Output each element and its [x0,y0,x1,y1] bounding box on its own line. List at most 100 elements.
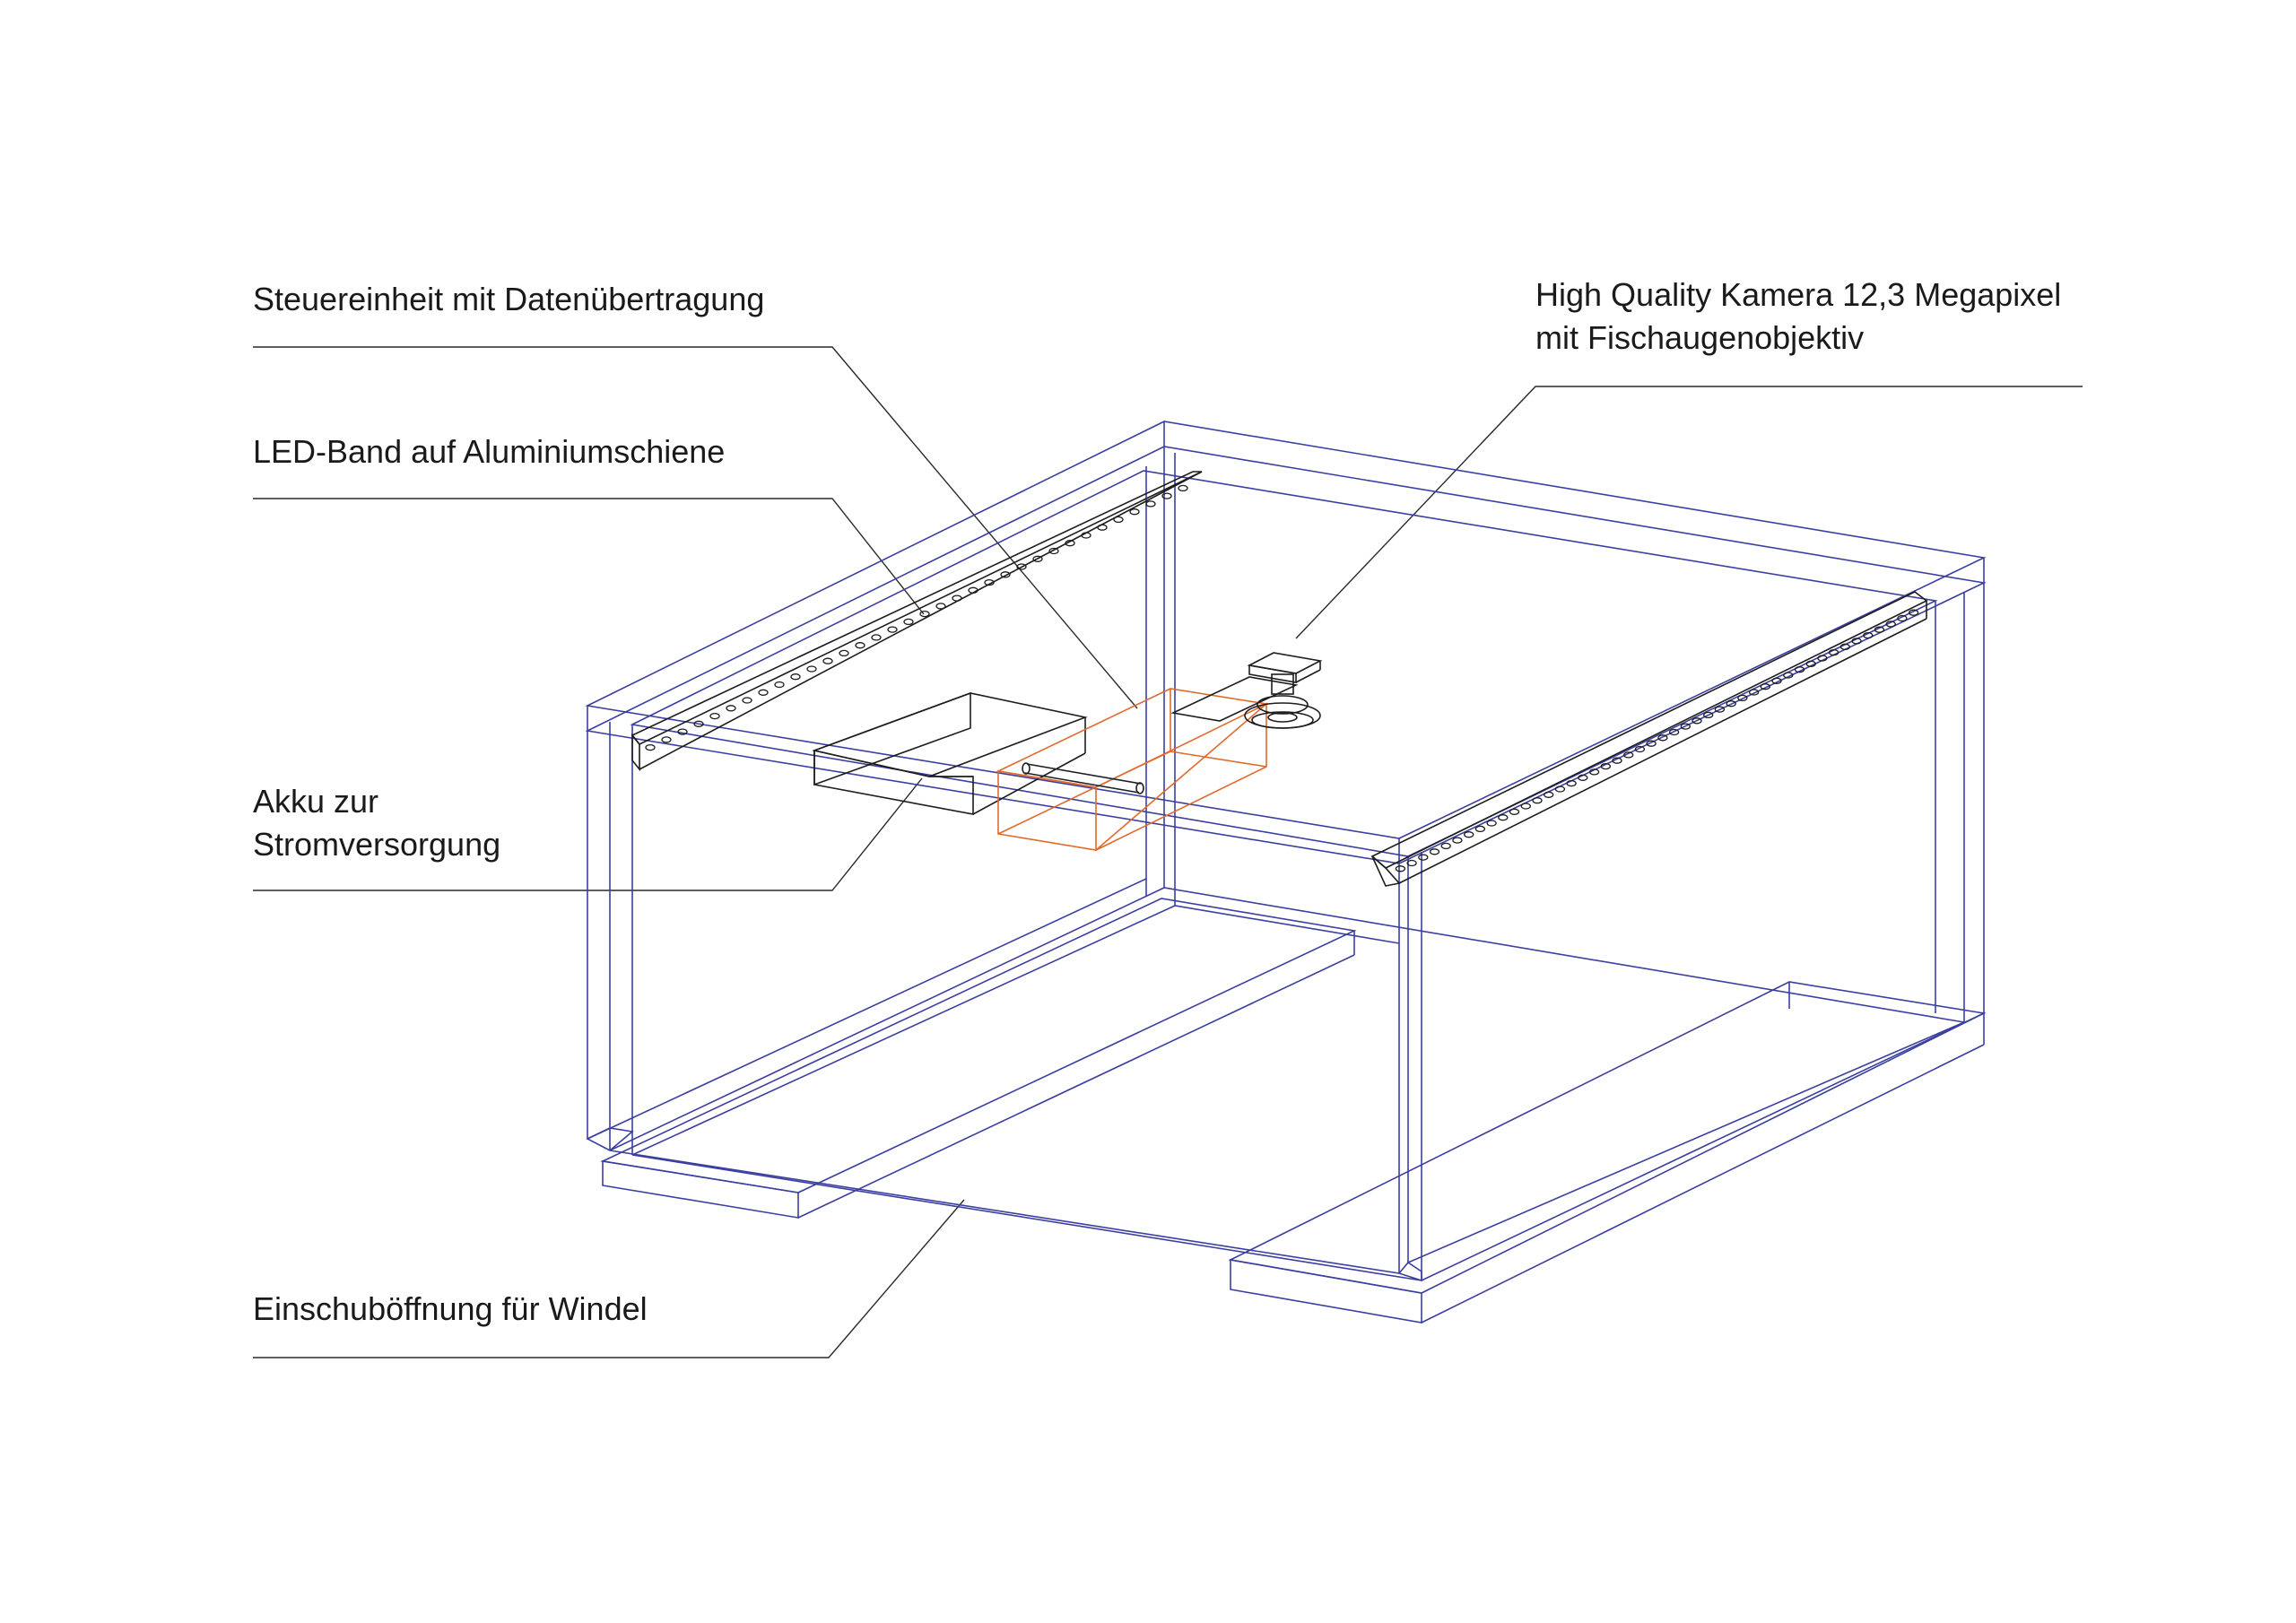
led-dot [742,697,752,704]
label-akku-line2: Stromversorgung [253,826,501,863]
led-dot [1081,532,1091,539]
led-dot [1612,757,1622,764]
led-dot [726,705,736,712]
kamera-board [1170,676,1299,722]
led-dot [1544,791,1554,798]
led-dot [1600,762,1611,770]
led-dot [1760,683,1770,690]
led-dot [1737,694,1748,702]
led-dot [1726,700,1736,707]
led-dot [968,586,978,594]
led-dot [806,665,817,673]
led-dot [887,626,898,633]
led-dot [1161,492,1172,499]
led-dot [1646,740,1657,747]
led-dots-right [1395,609,1919,872]
leader-led-band [253,498,925,615]
label-kamera-line1: High Quality Kamera 12,3 Megapixel [1535,276,2062,313]
led-dot [871,634,882,641]
led-dot [1554,785,1566,793]
bottom-rail-left [609,887,1965,1151]
led-dot [1863,631,1874,639]
led-dot [677,728,688,735]
led-dot [1097,524,1108,531]
led-dot [1817,655,1828,662]
led-dot [1178,484,1188,492]
led-dot [822,657,833,664]
led-dot [984,578,995,586]
led-dot [952,595,962,602]
led-dot [1474,825,1486,833]
led-dot [1418,854,1429,861]
label-akku: Akku zur Stromversorgung [253,780,500,866]
led-dot [693,720,704,727]
led-dot [1429,848,1440,855]
led-dot [1692,717,1702,725]
led-dot [709,712,720,720]
led-dot [1016,563,1027,570]
led-dot [1885,621,1896,628]
bottom-slat-right [1228,981,1987,1294]
label-akku-line1: Akku zur [253,783,379,820]
led-dot [1452,837,1463,844]
led-dot [1874,626,1885,633]
label-kamera: High Quality Kamera 12,3 Megapixel mit F… [1535,273,2061,360]
led-dot [1129,508,1140,516]
led-dot [1498,814,1509,821]
led-dot [1703,711,1714,719]
led-dot [1714,706,1726,713]
led-dot [758,689,769,696]
led-dot [1588,768,1600,776]
frame-wireframe [585,421,1987,1324]
led-dot [1578,774,1588,781]
led-dot [1395,865,1406,872]
led-rail-right [1370,591,1928,887]
led-dot [1048,547,1059,555]
led-dots-left [645,484,1188,751]
led-dot [1897,614,1908,622]
leader-einschub [253,1199,965,1358]
led-rail-left [631,471,1203,772]
led-dot [1509,808,1520,815]
led-dot [1794,666,1805,673]
led-dot [1634,745,1646,753]
led-dot [1065,540,1075,547]
label-led-band: LED-Band auf Aluminiumschiene [253,433,726,470]
led-dot [1908,609,1919,616]
cable-rod [1022,762,1144,794]
led-dot [1748,689,1760,696]
led-dot [1566,779,1577,787]
led-dot [1657,734,1668,742]
leader-kamera [1295,386,2083,639]
led-dot [790,673,801,681]
kamera [1170,652,1323,729]
led-dot [1113,516,1124,524]
led-dot [855,642,865,649]
leader-akku [253,777,923,891]
led-dot [1680,723,1691,730]
label-steuereinheit: Steuereinheit mit Datenübertragung [253,281,765,317]
led-dot [1464,831,1474,838]
led-dot [1771,677,1782,684]
led-dot [839,649,849,657]
led-dot [1828,648,1839,656]
led-dot [1805,660,1816,667]
akku-box [812,691,1088,815]
label-einschub: Einschuböffnung für Windel [253,1290,648,1327]
led-dot [1145,500,1156,508]
leader-steuereinheit [253,346,1138,709]
led-dot [774,681,785,689]
led-dot [1406,859,1417,867]
led-dot [1623,751,1634,759]
top-frame-outer [585,421,1987,839]
label-kamera-line2: mit Fischaugenobjektiv [1535,319,1865,356]
led-dot [1839,643,1850,650]
led-dot [1520,803,1531,810]
led-dot [1486,820,1497,827]
led-dot [661,736,672,743]
led-dot [1851,638,1862,645]
led-dot [1668,728,1680,736]
leader-lines [253,346,2083,1358]
